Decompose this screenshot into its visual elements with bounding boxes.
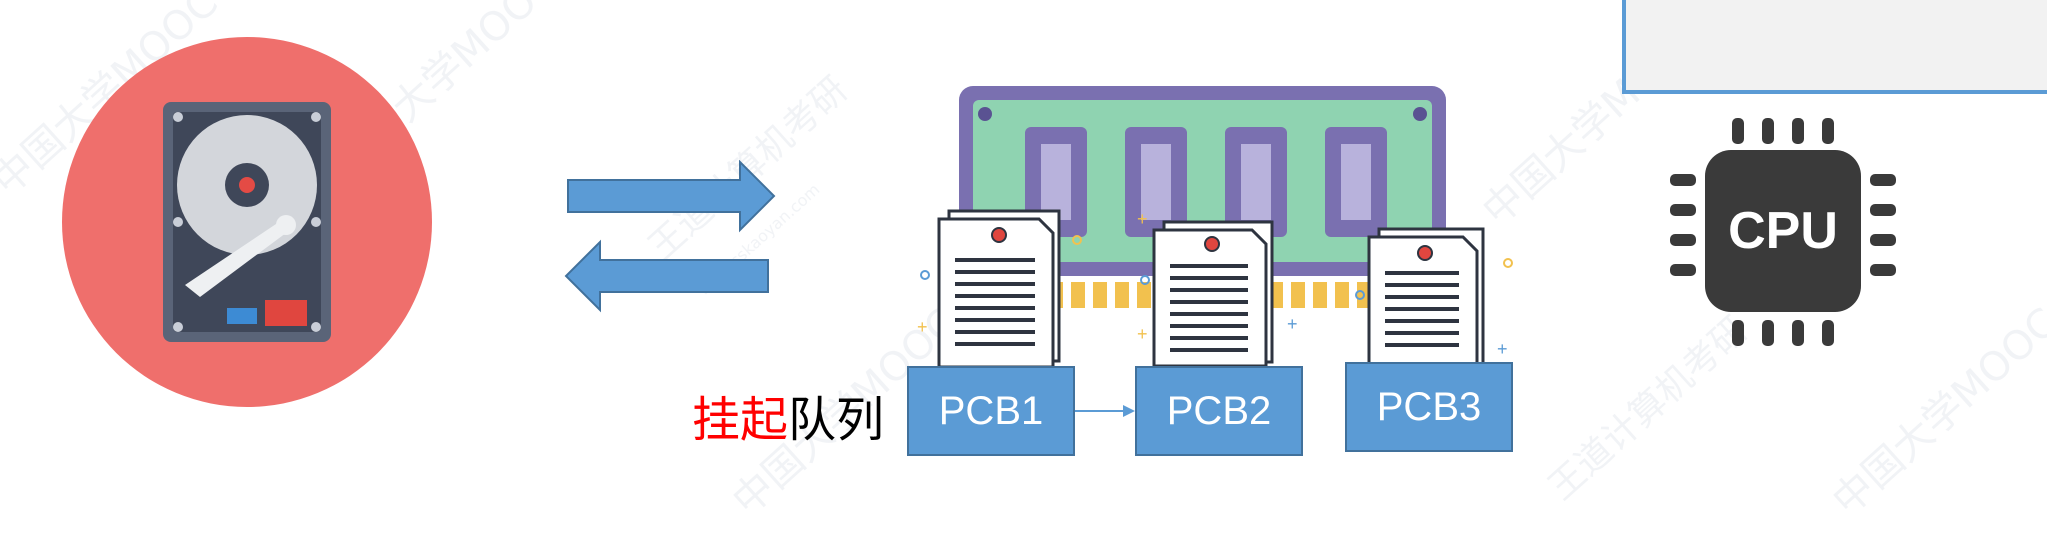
swap-arrows-icon [564, 160, 776, 313]
queue-label: 挂起队列 [692, 380, 884, 450]
cpu-chip-icon: CPU [1660, 110, 1910, 355]
ram-module-icon [959, 86, 1446, 308]
pcb-box: PCB3 [1345, 362, 1513, 452]
cpu-label: CPU [1728, 202, 1838, 260]
pcb-box: PCB1 [907, 366, 1075, 456]
document-icon [1152, 220, 1274, 368]
svg-text:+: + [1287, 314, 1298, 334]
partial-panel [1622, 0, 2047, 94]
svg-text:+: + [1137, 324, 1148, 344]
document-icon [937, 209, 1061, 369]
queue-label-highlight: 挂起 [692, 392, 789, 448]
pcb-box: PCB2 [1135, 366, 1303, 456]
pcb-label: PCB1 [938, 388, 1044, 433]
link-arrow [1075, 405, 1135, 417]
queue-label-rest: 队列 [788, 392, 885, 448]
svg-text:+: + [1497, 339, 1508, 359]
document-icon [1367, 227, 1485, 370]
hard-disk-icon [62, 37, 432, 407]
pcb-label: PCB2 [1166, 388, 1272, 433]
pcb-label: PCB3 [1376, 384, 1482, 429]
svg-text:+: + [917, 317, 928, 337]
svg-text:+: + [1137, 209, 1148, 229]
sparkle-icon: + + + + + [917, 209, 1513, 359]
